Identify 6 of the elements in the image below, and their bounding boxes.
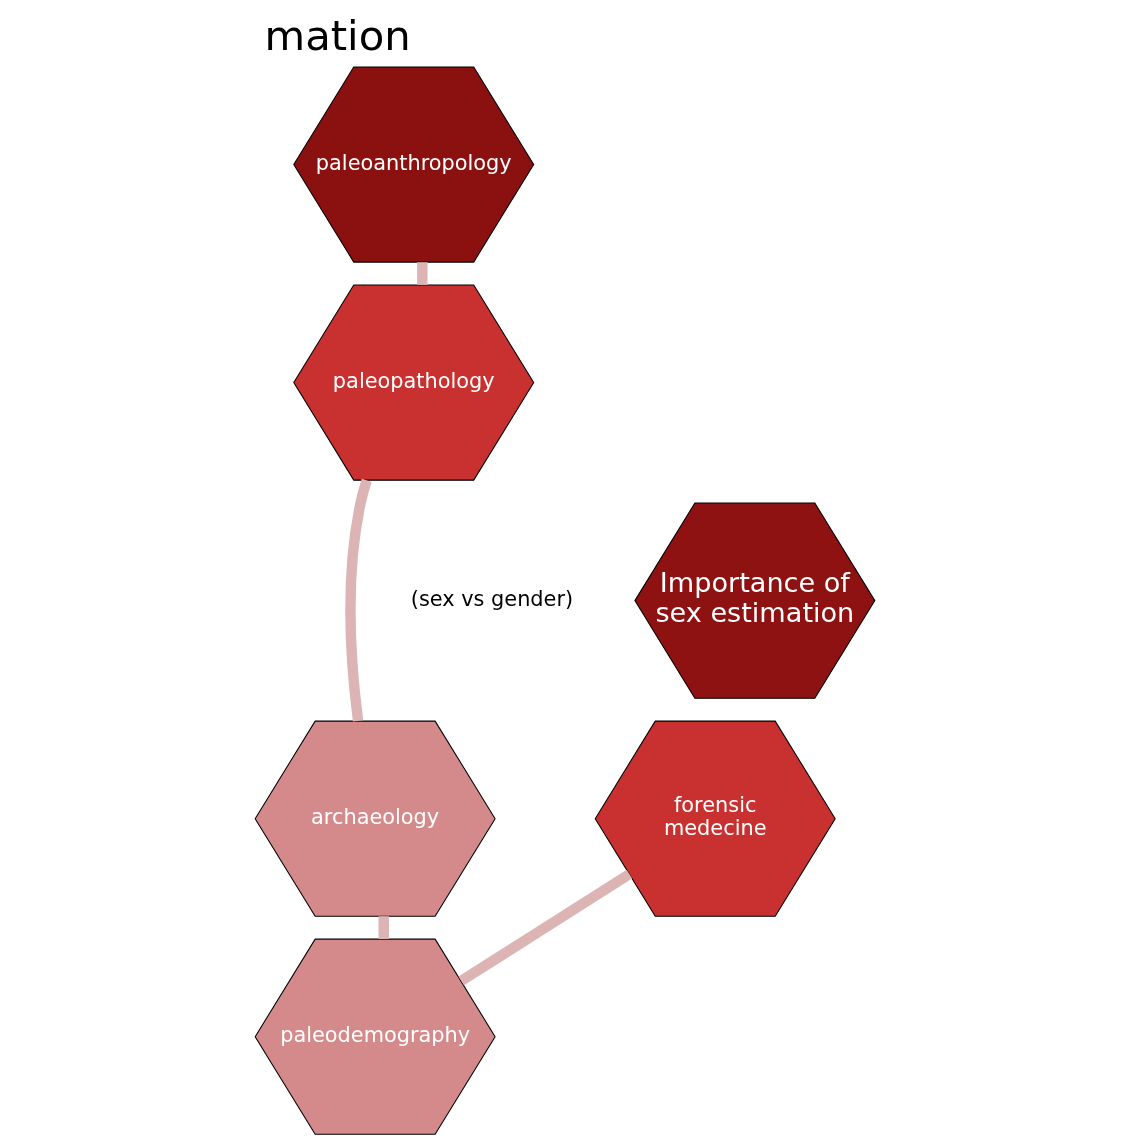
label: (sex vs gender) (410, 586, 573, 611)
connector (344, 478, 372, 722)
connector (378, 916, 389, 939)
diagram-title: mation (264, 11, 411, 61)
connector (457, 869, 632, 986)
connector (416, 262, 428, 285)
